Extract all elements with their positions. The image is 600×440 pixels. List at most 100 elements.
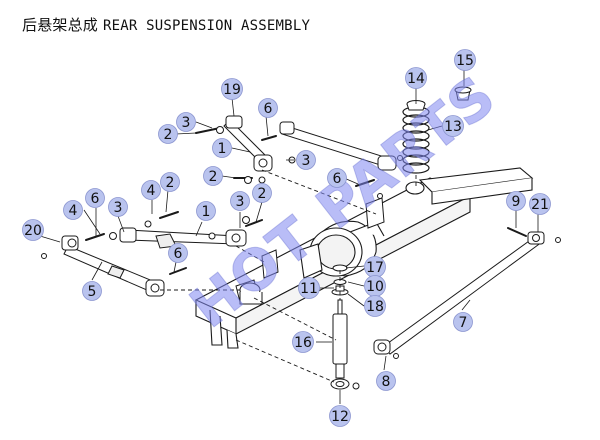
callout-21: 21 — [529, 193, 551, 215]
callout-bubble — [298, 277, 320, 299]
callout-bubble — [141, 180, 161, 200]
callout-bubble — [327, 168, 347, 188]
callout-number: 13 — [444, 119, 462, 135]
title-english: REAR SUSPENSION ASSEMBLY — [102, 18, 311, 34]
callout-bubble — [203, 166, 223, 186]
callout-bubble — [196, 201, 216, 221]
callout-number: 8 — [382, 374, 391, 390]
callout-17: 17 — [364, 256, 386, 278]
callout-bubble — [252, 183, 272, 203]
middle-control-arm — [119, 227, 247, 249]
callout-number: 6 — [91, 191, 100, 207]
callout-number: 15 — [456, 53, 474, 69]
callout-5: 5 — [82, 281, 102, 301]
callout-bubble — [292, 331, 314, 353]
callout-number: 3 — [114, 200, 123, 216]
callout-bubble — [296, 150, 316, 170]
callout-number: 2 — [164, 127, 173, 143]
callout-number: 20 — [24, 223, 42, 239]
callout-number: 6 — [264, 101, 273, 117]
callout-bubble — [364, 295, 386, 317]
callout-number: 7 — [459, 315, 468, 331]
callout-bubble — [405, 67, 427, 89]
callout-bubble — [329, 405, 351, 427]
callout-6: 6 — [258, 98, 278, 118]
callout-number: 19 — [223, 82, 241, 98]
callout-3: 3 — [230, 191, 250, 211]
axle-brackets — [235, 197, 385, 305]
callout-number: 18 — [366, 299, 384, 315]
callout-6: 6 — [85, 188, 105, 208]
callout-10: 10 — [364, 275, 386, 297]
callout-bubble — [212, 138, 232, 158]
callout-bubble — [506, 191, 526, 211]
callout-3: 3 — [108, 197, 128, 217]
callout-2: 2 — [203, 166, 223, 186]
callout-6: 6 — [168, 243, 188, 263]
callout-number: 6 — [333, 171, 342, 187]
callout-number: 17 — [366, 260, 384, 276]
callout-bubble — [176, 112, 196, 132]
differential-housing — [299, 220, 385, 279]
callout-number: 3 — [302, 153, 311, 169]
callout-3: 3 — [296, 150, 316, 170]
callout-number: 10 — [366, 279, 384, 295]
callout-20: 20 — [22, 219, 44, 241]
callout-number: 2 — [258, 186, 267, 202]
callout-bubble — [453, 312, 473, 332]
callout-bubble — [376, 371, 396, 391]
callout-bubble — [160, 172, 180, 192]
diagram-title: 后悬架总成 REAR SUSPENSION ASSEMBLY — [22, 14, 310, 35]
callout-bubble — [230, 191, 250, 211]
callout-bubble — [258, 98, 278, 118]
callout-4: 4 — [63, 200, 83, 220]
callout-4: 4 — [141, 180, 161, 200]
callout-1: 1 — [196, 201, 216, 221]
callout-number: 12 — [331, 409, 349, 425]
shock-absorber — [330, 299, 360, 390]
callout-7: 7 — [453, 312, 473, 332]
callout-14: 14 — [405, 67, 427, 89]
callout-9: 9 — [506, 191, 526, 211]
leader-lines — [39, 68, 539, 404]
callout-8: 8 — [376, 371, 396, 391]
callout-bubble — [529, 193, 551, 215]
upper-control-arms — [223, 115, 397, 172]
callout-number: 14 — [407, 71, 425, 87]
callout-16: 16 — [292, 331, 314, 353]
callout-6: 6 — [327, 168, 347, 188]
callout-bubble — [108, 197, 128, 217]
lower-trailing-arm — [61, 235, 165, 297]
callout-number: 1 — [218, 141, 227, 157]
callout-2: 2 — [158, 124, 178, 144]
title-chinese: 后悬架总成 — [22, 16, 99, 34]
callout-bubble — [82, 281, 102, 301]
spring-seat-parts — [406, 86, 472, 111]
callout-number: 9 — [512, 194, 521, 210]
callout-number: 16 — [294, 335, 312, 351]
assembly-guide-lines — [160, 169, 417, 383]
callout-bubble — [22, 219, 44, 241]
callout-number: 6 — [174, 246, 183, 262]
panhard-rod — [373, 231, 545, 355]
callout-18: 18 — [364, 295, 386, 317]
callout-2: 2 — [252, 183, 272, 203]
callout-number: 4 — [69, 203, 78, 219]
callout-bubble — [221, 78, 243, 100]
callout-11: 11 — [298, 277, 320, 299]
callout-bubble — [168, 243, 188, 263]
callout-bubble — [158, 124, 178, 144]
callout-number: 11 — [300, 281, 318, 297]
callout-bubble — [442, 115, 464, 137]
callout-12: 12 — [329, 405, 351, 427]
callout-bubble — [85, 188, 105, 208]
callout-bubble — [63, 200, 83, 220]
callout-number: 3 — [182, 115, 191, 131]
callout-19: 19 — [221, 78, 243, 100]
callout-1: 1 — [212, 138, 232, 158]
callout-number: 1 — [202, 204, 211, 220]
callout-number: 21 — [531, 197, 549, 213]
callout-number: 5 — [88, 284, 97, 300]
